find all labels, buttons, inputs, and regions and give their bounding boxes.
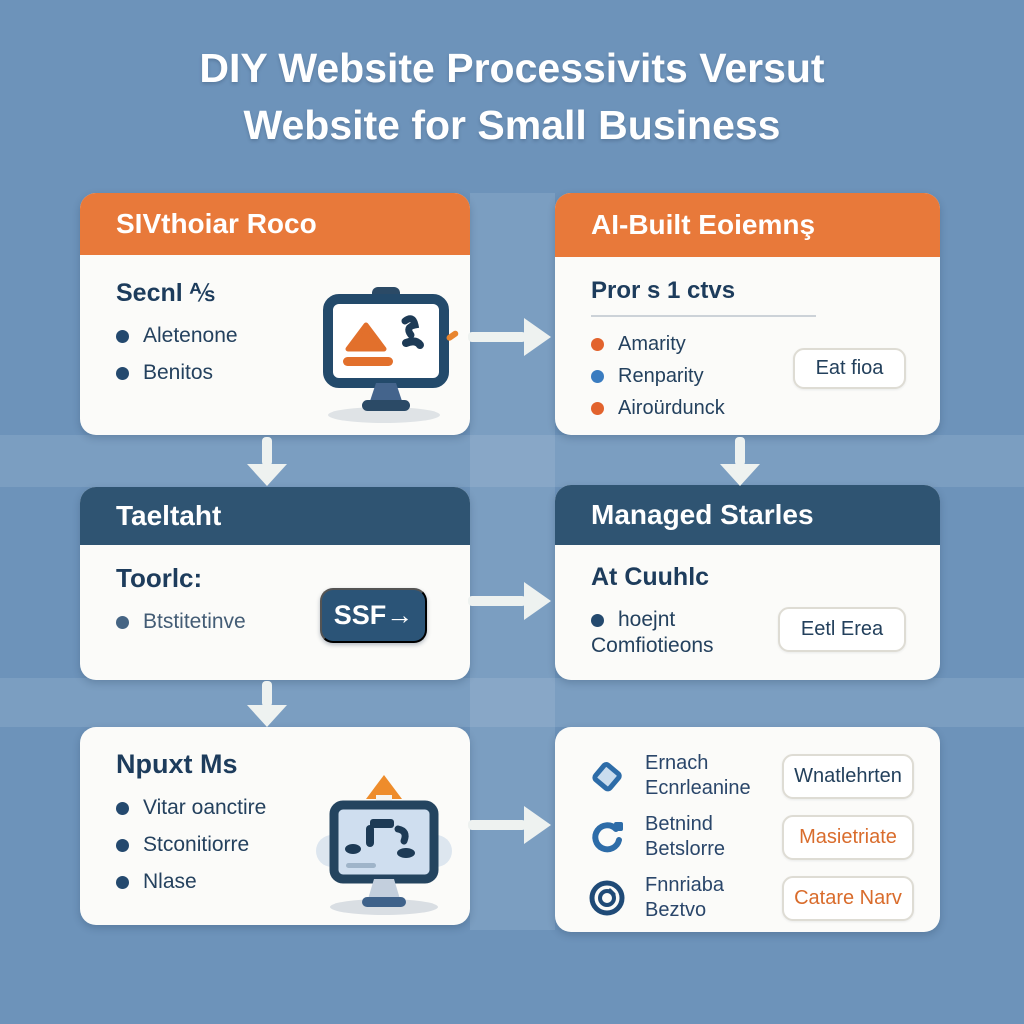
feature-text: Betnind Betslorre	[645, 812, 766, 862]
card-bottom-right-body: Ernach Ecnrleanine Wnatlehrten Betnind B…	[555, 727, 940, 923]
card-mid-left: Taeltaht Toorlc: Btstitetinve SSF→	[80, 487, 470, 680]
card-top-right-heading: Pror s 1 ctvs	[591, 277, 736, 304]
list-item: Airoürdunck	[591, 397, 920, 420]
bullet-dot	[591, 613, 604, 627]
list-item: Stconitiorre	[116, 833, 450, 857]
arrow-down-left-head	[247, 464, 287, 486]
arrow-down-mid-head	[247, 705, 287, 727]
list-item: Renparity	[591, 365, 920, 388]
page-title-line1: DIY Website Processivits Versut	[199, 45, 825, 91]
card-mid-right-body: At Cuuhlc hoejnt Comfiotieons	[555, 545, 940, 658]
bullet-label: Nlase	[143, 870, 197, 893]
card-mid-left-heading: Toorlc:	[116, 563, 203, 593]
bullet-dot	[591, 338, 604, 351]
page-title: DIY Website Processivits Versut Website …	[0, 40, 1024, 153]
refresh-circle-icon	[585, 816, 629, 858]
list-item: Aletenone	[116, 324, 450, 348]
card-top-left: SIVthoiar Roco Secnl ⅍ Aletenone Benitos	[80, 193, 470, 435]
bullet-label: Benitos	[143, 361, 214, 384]
card-mid-right-heading: At Cuuhlc	[591, 563, 710, 591]
divider	[591, 315, 816, 317]
bullet-label: Aletenone	[143, 324, 238, 347]
arrow-down-right-head	[720, 464, 760, 486]
wnatlehrten-button[interactable]: Wnatlehrten	[782, 753, 914, 799]
feature-line1: Betnind	[645, 813, 713, 835]
bullet-label: Amarity	[618, 333, 686, 355]
arrow-right-mid	[468, 596, 526, 606]
bullet-label: Renparity	[618, 365, 704, 387]
card-top-left-body: Secnl ⅍ Aletenone Benitos	[80, 255, 470, 385]
page-title-line2: Website for Small Business	[243, 101, 781, 148]
eat-fioa-button[interactable]: Eat fioa	[793, 348, 906, 389]
bullet-dot	[116, 329, 129, 343]
feature-row: Ernach Ecnrleanine Wnatlehrten	[585, 751, 914, 801]
card-mid-right-header: Managed Starles	[555, 485, 940, 545]
feature-line2: Beztvo	[645, 899, 707, 921]
target-arrow-icon	[585, 877, 629, 919]
arrow-down-right	[735, 437, 745, 466]
card-top-right-header: AI-Built Eoiemnş	[555, 193, 940, 257]
bullet-subtext: Comfiotieons	[591, 634, 714, 657]
feature-text: Ernach Ecnrleanine	[645, 751, 766, 801]
bullet-label: hoejnt	[618, 608, 676, 631]
arrow-right-bottom	[468, 820, 526, 830]
list-item: Benitos	[116, 361, 450, 385]
ssf-button[interactable]: SSF→	[320, 588, 427, 643]
card-mid-left-header: Taeltaht	[80, 487, 470, 545]
feature-line1: Fnnriaba	[645, 874, 724, 896]
card-bottom-left-body: Npuxt Ms Vitar oanctire Stconitiorre Nla…	[80, 727, 470, 894]
arrow-right-top	[468, 332, 526, 342]
masietriate-button[interactable]: Masietriate	[782, 814, 914, 860]
arrow-down-left	[262, 437, 272, 466]
card-mid-left-body: Toorlc: Btstitetinve	[80, 545, 470, 634]
feature-line1: Ernach	[645, 752, 709, 774]
bullet-label: Btstitetinve	[143, 610, 246, 633]
card-mid-left-title: Taeltaht	[116, 500, 222, 531]
diamond-icon	[585, 755, 629, 797]
card-bottom-left: Npuxt Ms Vitar oanctire Stconitiorre Nla…	[80, 727, 470, 925]
card-top-right: AI-Built Eoiemnş Pror s 1 ctvs Amarity R…	[555, 193, 940, 435]
list-item: Nlase	[116, 870, 450, 894]
list-item: hoejnt	[591, 608, 920, 632]
background-band	[0, 678, 1024, 727]
bullet-label: Airoürdunck	[618, 397, 725, 419]
card-mid-right-title: Managed Starles	[591, 499, 814, 530]
card-top-left-title: SIVthoiar Roco	[116, 208, 317, 239]
feature-row: Fnnriaba Beztvo Catare Narv	[585, 873, 914, 923]
bullet-dot	[116, 838, 129, 852]
card-bottom-right: Ernach Ecnrleanine Wnatlehrten Betnind B…	[555, 727, 940, 932]
bullet-dot	[591, 370, 604, 383]
feature-line2: Ecnrleanine	[645, 777, 751, 799]
card-top-right-title: AI-Built Eoiemnş	[591, 209, 816, 240]
bullet-dot	[116, 875, 129, 889]
card-top-left-header: SIVthoiar Roco	[80, 193, 470, 255]
list-item: Btstitetinve	[116, 610, 450, 634]
feature-line2: Betslorre	[645, 838, 726, 860]
monitor-chart-icon	[310, 285, 460, 427]
background-band	[0, 435, 1024, 487]
list-item: Vitar oanctire	[116, 796, 450, 820]
bullet-dot	[116, 615, 129, 629]
feature-text: Fnnriaba Beztvo	[645, 873, 766, 923]
bullet-dot	[116, 366, 129, 380]
feature-row: Betnind Betslorre Masietriate	[585, 812, 914, 862]
card-top-right-body: Pror s 1 ctvs Amarity Renparity Airoürdu…	[555, 257, 940, 420]
arrow-right-top-head	[524, 318, 551, 356]
arrow-right-bottom-head	[524, 806, 551, 844]
bullet-dot	[116, 801, 129, 815]
eetl-erea-button[interactable]: Eetl Erea	[778, 607, 906, 652]
list-item: Amarity	[591, 333, 920, 356]
card-bottom-left-heading: Npuxt Ms	[116, 749, 238, 779]
arrow-right-mid-head	[524, 582, 551, 620]
bullet-dot	[591, 402, 604, 415]
card-top-left-heading: Secnl ⅍	[116, 279, 215, 307]
arrow-down-mid	[262, 681, 272, 707]
card-mid-right: Managed Starles At Cuuhlc hoejnt Comfiot…	[555, 485, 940, 680]
monitor-upload-icon	[306, 771, 462, 917]
bullet-label: Vitar oanctire	[143, 796, 267, 819]
catare-narv-button[interactable]: Catare Narv	[782, 875, 914, 921]
bullet-label: Stconitiorre	[143, 833, 250, 856]
